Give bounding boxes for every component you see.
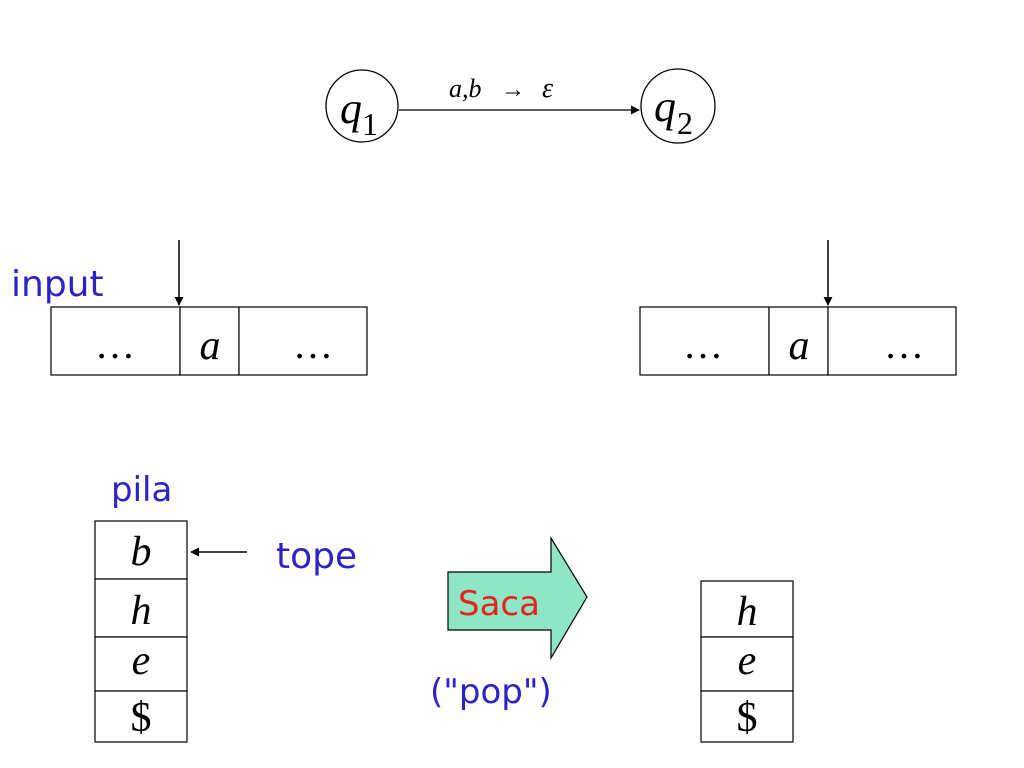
saca-block-arrow: Saca [447,535,588,661]
stack-before-cell: b [131,529,152,575]
stack-after: h e $ [700,580,794,743]
stack-after-cell: e [738,638,757,684]
tape-after-cell: … [884,322,924,367]
transition-label: a,b → ε [449,73,553,104]
pop-label: ("pop") [430,672,552,712]
tope-label: tope [276,536,357,577]
state-q2: q 2 [640,68,716,144]
tape-before-cell: … [293,322,333,367]
state-q1-base: q [340,84,362,133]
state-q2-base: q [654,82,676,131]
state-q1-sub: 1 [362,106,378,142]
transition-read: a,b [449,74,482,103]
state-q1: q 1 [325,69,399,143]
tape-before-cell: … [95,322,135,367]
state-q2-sub: 2 [677,105,693,141]
tape-after-cell: a [789,323,810,369]
input-label: input [11,264,104,305]
saca-label: Saca [458,584,540,624]
tape-before-cell: a [200,323,221,369]
tape-after-cell: … [683,322,723,367]
stack-before: b h e $ [94,520,188,743]
stack-after-cell: $ [737,695,758,741]
tape-before: … a … [50,306,368,376]
stack-before-cell: h [131,588,152,634]
stack-before-cell: $ [131,695,152,741]
tape-after: … a … [639,306,957,376]
transition-push: ε [542,73,553,104]
stack-before-cell: e [132,638,151,684]
pila-label: pila [111,470,172,510]
transition-arrow-symbol: → [501,77,525,103]
stack-after-cell: h [737,589,758,635]
